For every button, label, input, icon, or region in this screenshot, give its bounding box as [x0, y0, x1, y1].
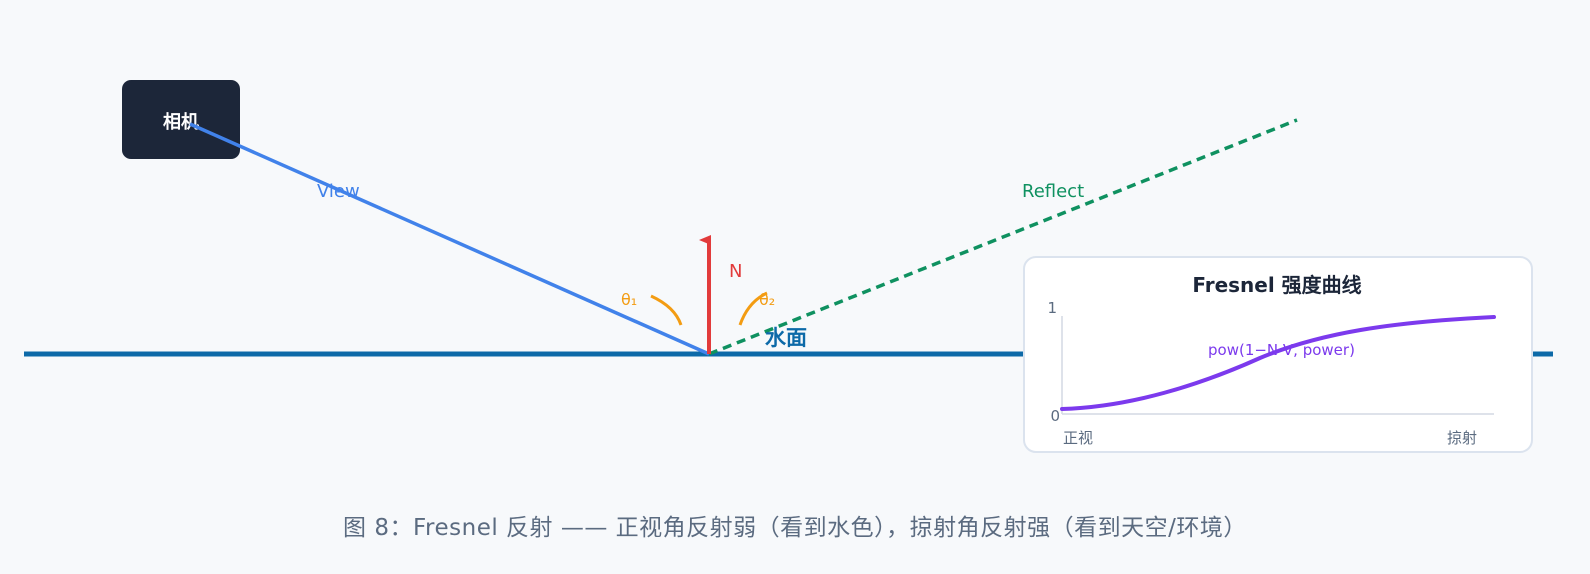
inset-title: Fresnel 强度曲线: [1192, 273, 1361, 297]
camera-box: [122, 80, 240, 159]
theta1-label: θ₁: [621, 290, 637, 309]
water-label: 水面: [765, 326, 807, 350]
theta1-arc: [650, 294, 683, 326]
reflect-label: Reflect: [1022, 181, 1084, 202]
view-label: View: [317, 181, 360, 202]
theta2-label: θ₂: [759, 290, 775, 309]
reflect-ray: [708, 118, 1298, 356]
normal-label: N: [729, 261, 742, 282]
inset-x-right-label: 掠射: [1447, 429, 1477, 447]
inset-x-left-label: 正视: [1063, 429, 1093, 447]
theta2-arc: [738, 291, 768, 326]
view-ray: [189, 122, 710, 356]
figure-caption: 图 8：Fresnel 反射 —— 正视角反射弱（看到水色），掠射角反射强（看到…: [343, 515, 1247, 541]
inset-formula: pow(1−N·V, power): [1208, 341, 1355, 359]
inset-y-max-label: 1: [1047, 299, 1057, 317]
inset-y-min-label: 0: [1050, 407, 1060, 425]
camera-label: 相机: [163, 112, 199, 133]
fresnel-curve: [1060, 315, 1496, 411]
inset-panel: [1023, 256, 1533, 453]
